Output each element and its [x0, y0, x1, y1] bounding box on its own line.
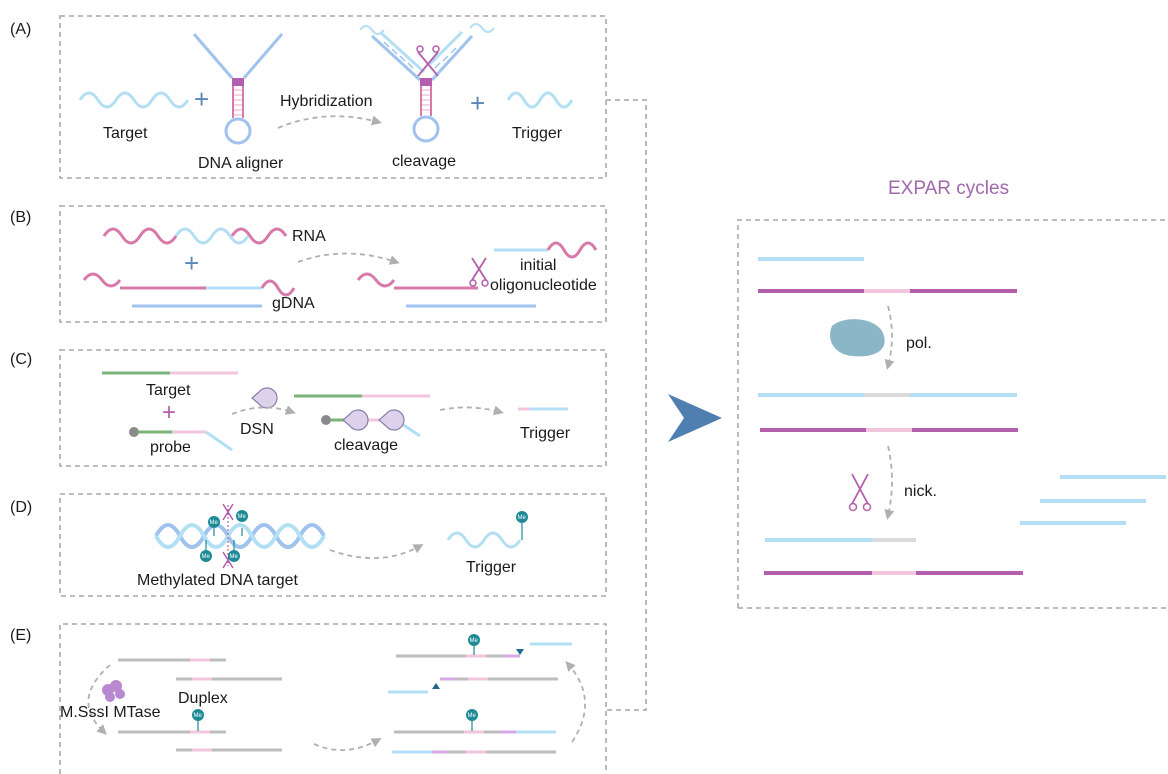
- mtase-label: M.SssI MTase: [60, 704, 161, 721]
- rna-label: RNA: [292, 228, 326, 245]
- methyl-tag-d3: Me: [200, 540, 212, 562]
- cleavage-label-a: cleavage: [392, 153, 456, 170]
- arrow-e2: [313, 738, 382, 752]
- hybridization-label: Hybridization: [280, 93, 372, 110]
- scissors-icon-expar: [848, 473, 872, 512]
- panel-e-box: [59, 623, 607, 774]
- probe-strand: [129, 427, 233, 452]
- trigger-label-c: Trigger: [520, 425, 571, 442]
- cleaved-gdna: [356, 241, 598, 308]
- trigger-strand-a: [506, 91, 574, 109]
- panel-c-box: [59, 349, 607, 467]
- methylated-dna-label: Methylated DNA target: [137, 572, 299, 589]
- oligonucleotide-label: oligonucleotide: [490, 277, 597, 294]
- pol-label: pol.: [906, 335, 932, 352]
- dna-aligner-label: DNA aligner: [198, 155, 284, 172]
- arrow-c1: [231, 405, 296, 415]
- panel-d-label: (D): [10, 499, 32, 516]
- dsn-label: DSN: [240, 421, 274, 438]
- panel-c-label: (C): [10, 351, 32, 368]
- arrow-b: [297, 252, 400, 265]
- svg-text:Me: Me: [202, 554, 211, 560]
- target-label-a: Target: [103, 125, 148, 142]
- dna-aligner-icon: [192, 33, 284, 145]
- arrow-pol: [884, 305, 895, 370]
- nicked-duplex-top: [388, 642, 572, 694]
- plus-sign-a2: +: [470, 88, 485, 118]
- methyl-tag-e1: Me: [192, 709, 204, 731]
- panel-e-label: (E): [10, 627, 31, 644]
- panel-a-label: (A): [10, 21, 31, 38]
- gdna-label: gDNA: [272, 295, 315, 312]
- panel-connector-bracket: [606, 99, 647, 711]
- nick-label: nick.: [904, 483, 937, 500]
- big-arrow-icon: [668, 394, 722, 442]
- svg-text:Me: Me: [238, 514, 247, 520]
- methylated-dna-helix: [154, 503, 326, 569]
- scissors-icon-b: [469, 257, 489, 287]
- trigger-label-a: Trigger: [512, 125, 563, 142]
- probe-label: probe: [150, 439, 191, 456]
- panel-d-box: [59, 493, 607, 597]
- dsn-enzyme-icon: [251, 387, 278, 409]
- polymerase-icon: [830, 319, 885, 357]
- target-label-c: Target: [146, 382, 191, 399]
- methyl-tag-d1: Me: [208, 516, 220, 536]
- panel-a-box: [59, 15, 607, 179]
- target-strand-a: [78, 91, 190, 109]
- svg-text:Me: Me: [210, 520, 219, 526]
- trigger-label-d: Trigger: [466, 559, 517, 576]
- arrow-e3: [565, 661, 586, 743]
- arrow-c2: [439, 405, 504, 416]
- mtase-enzyme-icon: [102, 680, 125, 702]
- plus-sign-c: +: [162, 399, 176, 426]
- svg-text:Me: Me: [468, 713, 477, 719]
- gdna-duplex: [82, 272, 296, 308]
- panel-b-box: [59, 205, 607, 323]
- arrow-e-cycle: [87, 664, 111, 735]
- methyl-tag-e3: Me: [466, 709, 478, 731]
- duplex-top: [118, 658, 282, 681]
- cleavage-complex-c: [294, 394, 430, 438]
- arrow-d: [329, 544, 424, 559]
- plus-sign-b: +: [184, 248, 199, 278]
- arrow-nick: [884, 445, 895, 520]
- svg-text:Me: Me: [230, 554, 239, 560]
- duplex-methylated: [118, 730, 282, 752]
- arrow-hybridization: [277, 115, 382, 129]
- methyl-tag-d5: Me: [516, 511, 528, 540]
- svg-text:Me: Me: [518, 515, 527, 521]
- initial-label: initial: [520, 257, 556, 274]
- trigger-strand-d: [446, 531, 522, 549]
- scissors-icon-a: [416, 45, 440, 77]
- plus-sign-a1: +: [194, 84, 209, 114]
- cleaved-aligner-icon: [359, 23, 495, 143]
- expar-title: EXPAR cycles: [888, 178, 1009, 199]
- expar-box: [737, 219, 1168, 608]
- cleavage-label-c: cleavage: [334, 437, 398, 454]
- rna-strand: [102, 227, 288, 245]
- extended-duplex: [392, 730, 556, 754]
- duplex-label: Duplex: [178, 690, 228, 707]
- methyl-tag-d2: Me: [236, 510, 248, 536]
- methyl-tag-e2: Me: [468, 634, 480, 655]
- panel-b-label: (B): [10, 209, 31, 226]
- svg-text:Me: Me: [470, 638, 479, 644]
- svg-text:Me: Me: [194, 713, 203, 719]
- methyl-tag-d4: Me: [228, 540, 240, 562]
